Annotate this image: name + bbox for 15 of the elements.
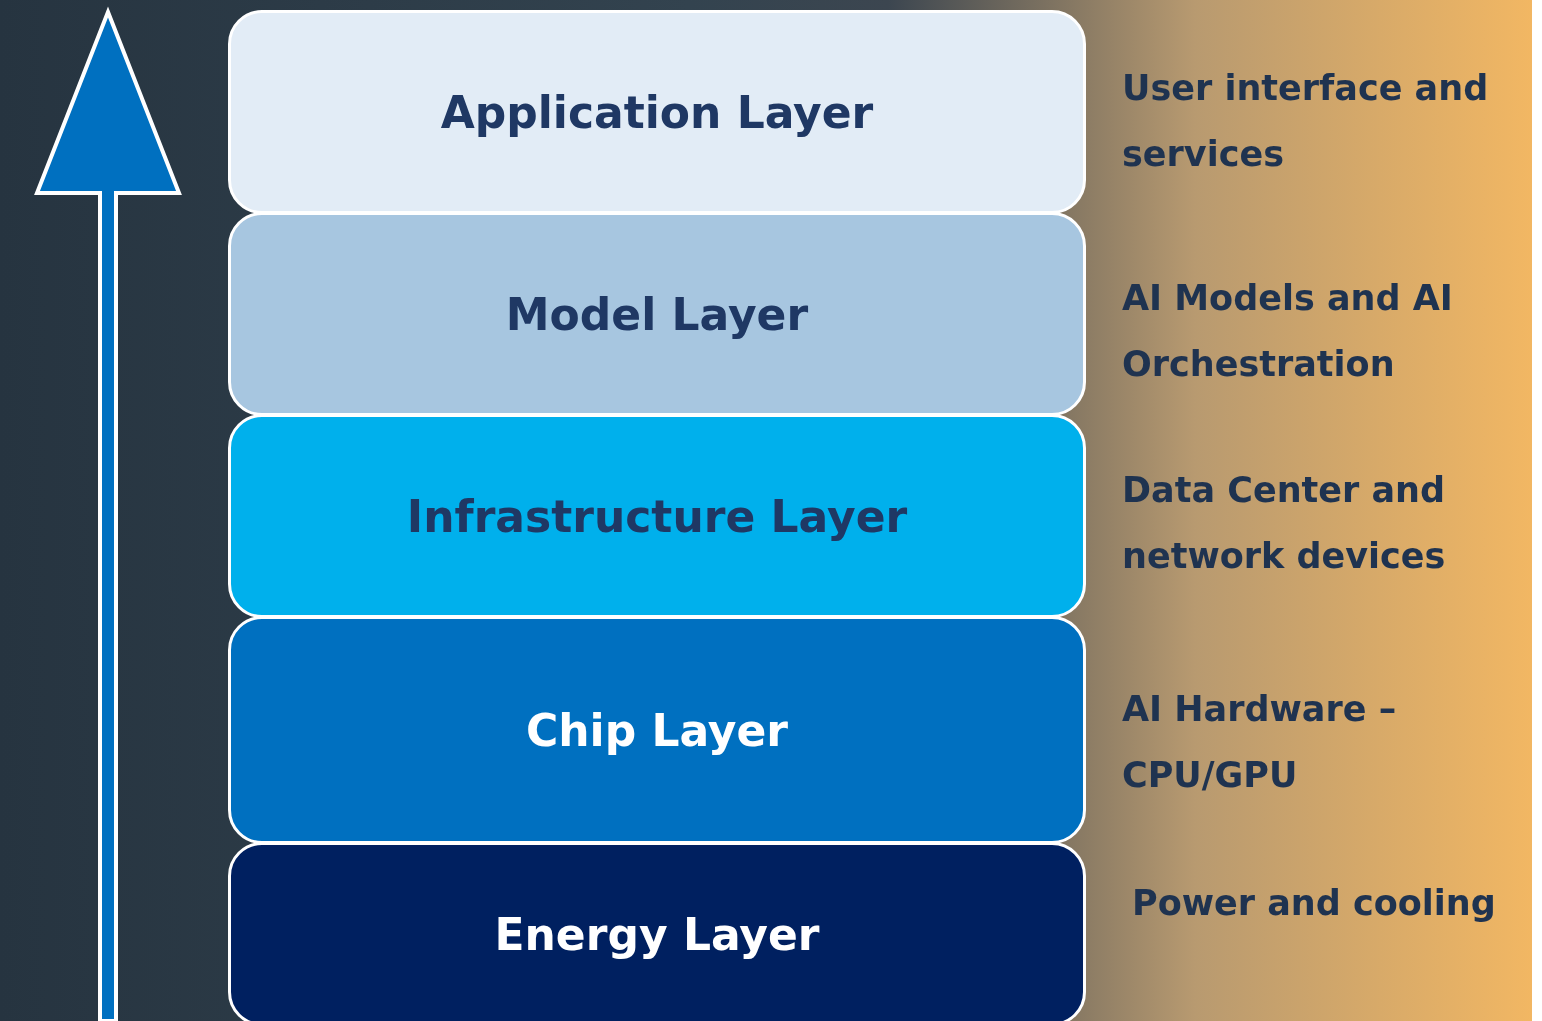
- layer-label: Infrastructure Layer: [406, 490, 908, 542]
- layer-label: Energy Layer: [494, 908, 820, 960]
- layer-box: [228, 414, 1086, 618]
- layer-label: Chip Layer: [525, 704, 789, 756]
- layer-description: User interface and services: [1122, 67, 1490, 176]
- layer-description: AI Models and AI Orchestration: [1122, 277, 1454, 386]
- layer-description: Power and cooling: [1132, 882, 1497, 925]
- layer-box: [228, 10, 1086, 214]
- layer-description: AI Hardware – CPU/GPU: [1122, 688, 1398, 797]
- layer-label: Model Layer: [505, 288, 809, 340]
- layer-label: Application Layer: [440, 86, 874, 138]
- layer-box: [228, 616, 1086, 844]
- layer-box: [228, 212, 1086, 416]
- layer-description: Data Center and network devices: [1122, 469, 1447, 578]
- layer-box: [228, 842, 1086, 1021]
